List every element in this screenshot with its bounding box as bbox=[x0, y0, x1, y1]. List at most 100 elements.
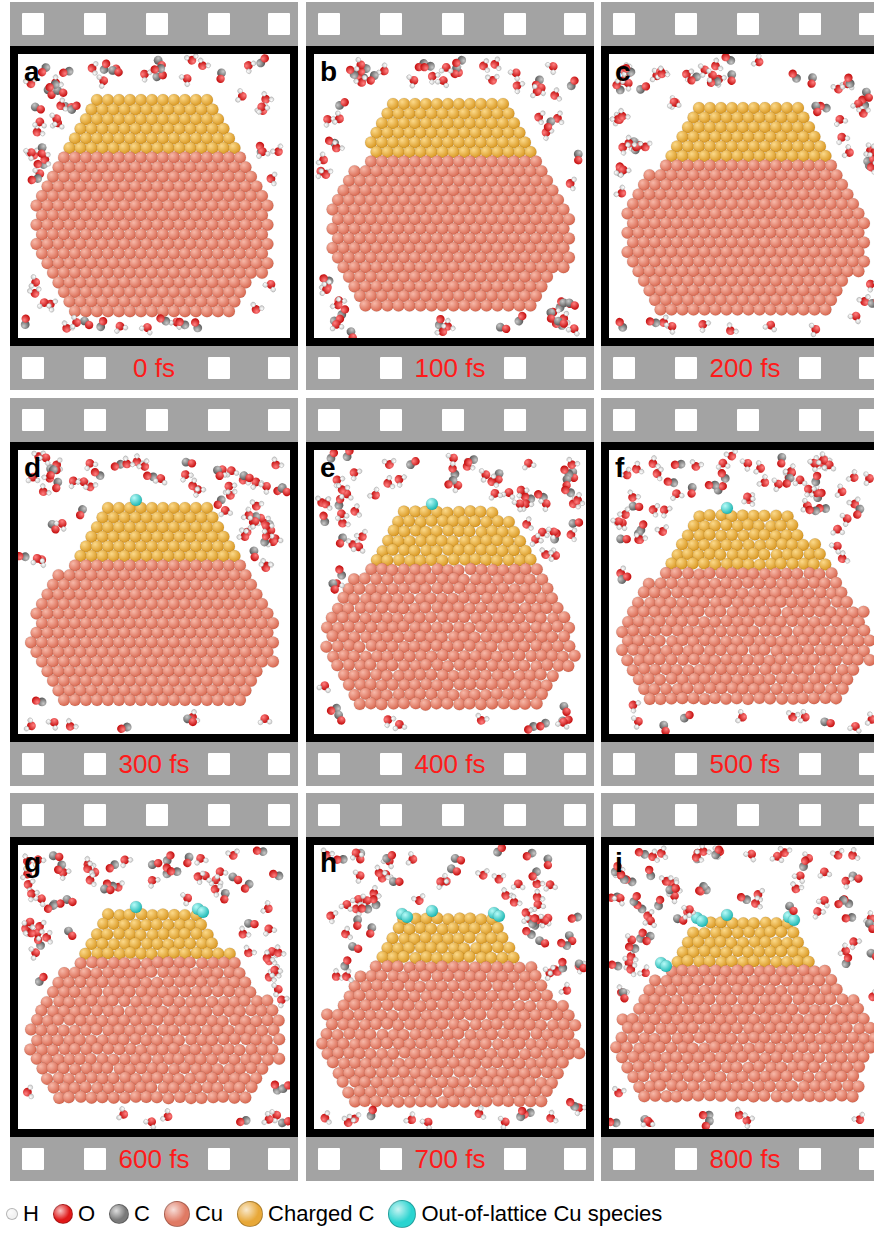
h-atom bbox=[178, 74, 185, 81]
co-molecule bbox=[564, 297, 581, 310]
cu-atom bbox=[201, 305, 213, 317]
h-atom bbox=[262, 282, 269, 289]
cu-atom bbox=[360, 300, 372, 312]
cu-atom bbox=[146, 305, 158, 317]
h-atom bbox=[688, 68, 694, 74]
water-molecule bbox=[32, 117, 47, 128]
h-atom bbox=[556, 96, 562, 102]
cu-atom bbox=[514, 300, 526, 312]
cu-atom bbox=[853, 265, 865, 277]
o-atom bbox=[787, 68, 799, 80]
h-atom bbox=[544, 61, 551, 68]
h-atom bbox=[42, 123, 47, 128]
h-atom bbox=[193, 54, 199, 59]
h-atom bbox=[329, 303, 336, 310]
co-molecule bbox=[188, 317, 204, 334]
h-atom bbox=[726, 322, 733, 329]
co-molecule bbox=[613, 316, 630, 333]
water-molecule bbox=[194, 57, 211, 73]
h-atom bbox=[631, 141, 638, 148]
h-atom bbox=[555, 307, 562, 314]
cu-atom bbox=[754, 304, 766, 316]
water-molecule bbox=[184, 54, 200, 66]
h-atom bbox=[264, 105, 270, 111]
water-molecule bbox=[96, 73, 110, 89]
film-frame bbox=[601, 2, 874, 390]
co-molecule bbox=[860, 86, 874, 103]
cu-atom bbox=[168, 305, 180, 317]
h-atom bbox=[855, 318, 862, 325]
water-molecule bbox=[178, 70, 195, 87]
sprocket-hole bbox=[22, 409, 44, 431]
sprocket-hole bbox=[318, 13, 340, 35]
h-atom bbox=[409, 83, 415, 89]
h-atom bbox=[811, 332, 817, 338]
h-atom bbox=[323, 122, 330, 129]
o-atom bbox=[26, 174, 37, 185]
h-atom bbox=[856, 107, 861, 112]
md-snapshot bbox=[20, 54, 287, 336]
cu-atom bbox=[102, 305, 114, 317]
h-atom bbox=[485, 75, 490, 80]
water-molecule bbox=[269, 143, 286, 159]
o-atom bbox=[189, 317, 201, 329]
co-molecule bbox=[216, 68, 226, 83]
water-molecule bbox=[667, 97, 682, 108]
cu-atom bbox=[91, 305, 103, 317]
h-atom bbox=[613, 191, 620, 198]
cu-atom bbox=[256, 267, 268, 279]
h-atom bbox=[32, 122, 37, 127]
h-atom bbox=[39, 130, 46, 137]
water-molecule bbox=[87, 61, 98, 76]
water-molecule bbox=[328, 139, 345, 156]
o-atom bbox=[450, 57, 462, 69]
water-molecule bbox=[329, 296, 346, 313]
h-atom bbox=[256, 153, 262, 159]
cu-atom bbox=[448, 300, 460, 312]
h-atom bbox=[61, 320, 68, 327]
o-atom bbox=[36, 104, 46, 114]
h-atom bbox=[571, 177, 576, 182]
h-atom bbox=[625, 134, 632, 141]
sprocket-hole bbox=[564, 13, 586, 35]
cu-atom bbox=[179, 305, 191, 317]
sprocket-hole bbox=[859, 13, 874, 35]
co-molecule bbox=[419, 60, 436, 74]
sprocket-hole bbox=[146, 13, 168, 35]
h-atom bbox=[771, 327, 777, 333]
sprocket-hole bbox=[380, 357, 402, 379]
o-atom bbox=[216, 75, 224, 83]
sprocket-hole bbox=[208, 357, 230, 379]
h-atom bbox=[618, 172, 625, 179]
water-molecule bbox=[314, 164, 330, 180]
water-molecule bbox=[37, 298, 51, 309]
md-snapshot bbox=[609, 54, 874, 338]
o-atom bbox=[727, 76, 736, 85]
co-molecule bbox=[333, 95, 350, 112]
cu-atom bbox=[212, 305, 224, 317]
h-atom bbox=[450, 325, 457, 332]
h-atom bbox=[496, 66, 501, 71]
h-atom bbox=[713, 57, 719, 63]
h-atom bbox=[46, 161, 51, 166]
o-atom bbox=[569, 75, 580, 86]
water-molecule bbox=[832, 113, 849, 128]
h-atom bbox=[259, 305, 265, 311]
co-molecule bbox=[318, 273, 335, 286]
h-atom bbox=[669, 329, 676, 336]
water-molecule bbox=[315, 151, 330, 168]
o-atom bbox=[812, 106, 823, 117]
h-atom bbox=[609, 116, 616, 123]
sprocket-hole bbox=[504, 357, 526, 379]
h-atom bbox=[354, 66, 359, 71]
co-molecule bbox=[809, 100, 824, 117]
o-atom bbox=[686, 74, 698, 86]
sprocket-hole bbox=[737, 13, 759, 35]
sprocket-hole bbox=[613, 13, 635, 35]
h-atom bbox=[519, 80, 526, 87]
sprocket-hole bbox=[380, 13, 402, 35]
o-atom bbox=[98, 316, 108, 326]
h-atom bbox=[114, 328, 120, 334]
h-atom bbox=[625, 142, 631, 148]
water-molecule bbox=[424, 68, 441, 85]
